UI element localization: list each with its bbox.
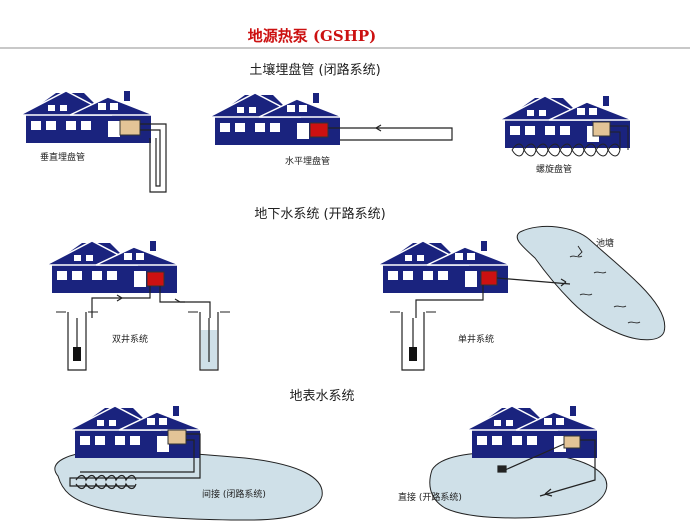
- label-horizontal: 水平埋盘管: [285, 155, 330, 167]
- vertical-loop: [140, 123, 167, 193]
- heat-pump-double-well: [146, 271, 165, 287]
- label-double-well: 双井系统: [112, 333, 148, 345]
- pond-ripples: [569, 245, 641, 324]
- house-spiral: [498, 95, 634, 149]
- section-groundwater-title: 地下水系统 (开路系统): [254, 206, 385, 222]
- label-direct: 直接 (开路系统): [398, 491, 462, 503]
- page-title: 地源热泵 (GSHP): [248, 27, 377, 45]
- lake-direct: [429, 451, 608, 519]
- heat-pump-vertical: [119, 119, 141, 136]
- section-surface-water-title: 地表水系统: [289, 389, 354, 404]
- label-indirect: 间接 (闭路系统): [202, 488, 266, 500]
- label-pond: 池塘: [596, 237, 614, 249]
- well-supply: [56, 311, 98, 371]
- indirect-coil: [69, 433, 201, 490]
- heat-pump-spiral: [592, 121, 611, 137]
- section-closed-loop-title: 土壤埋盘管 (闭路系统): [249, 62, 380, 78]
- horizontal-loop: [328, 124, 453, 141]
- well-single: [390, 311, 436, 371]
- pond-shape: [516, 226, 666, 341]
- single-well-piping: [415, 277, 571, 318]
- label-vertical: 垂直埋盘管: [40, 151, 85, 163]
- heat-pump-single-well: [480, 270, 498, 286]
- well-return: [188, 311, 230, 371]
- spiral-loop: [511, 125, 629, 157]
- house-direct: [465, 405, 601, 459]
- heat-pump-indirect: [167, 429, 187, 445]
- double-well-piping: [91, 286, 211, 318]
- label-single-well: 单井系统: [458, 333, 494, 345]
- direct-piping: [497, 439, 596, 497]
- heat-pump-direct: [563, 435, 581, 449]
- heat-pump-horizontal: [309, 122, 329, 138]
- label-spiral: 螺旋盘管: [536, 163, 572, 175]
